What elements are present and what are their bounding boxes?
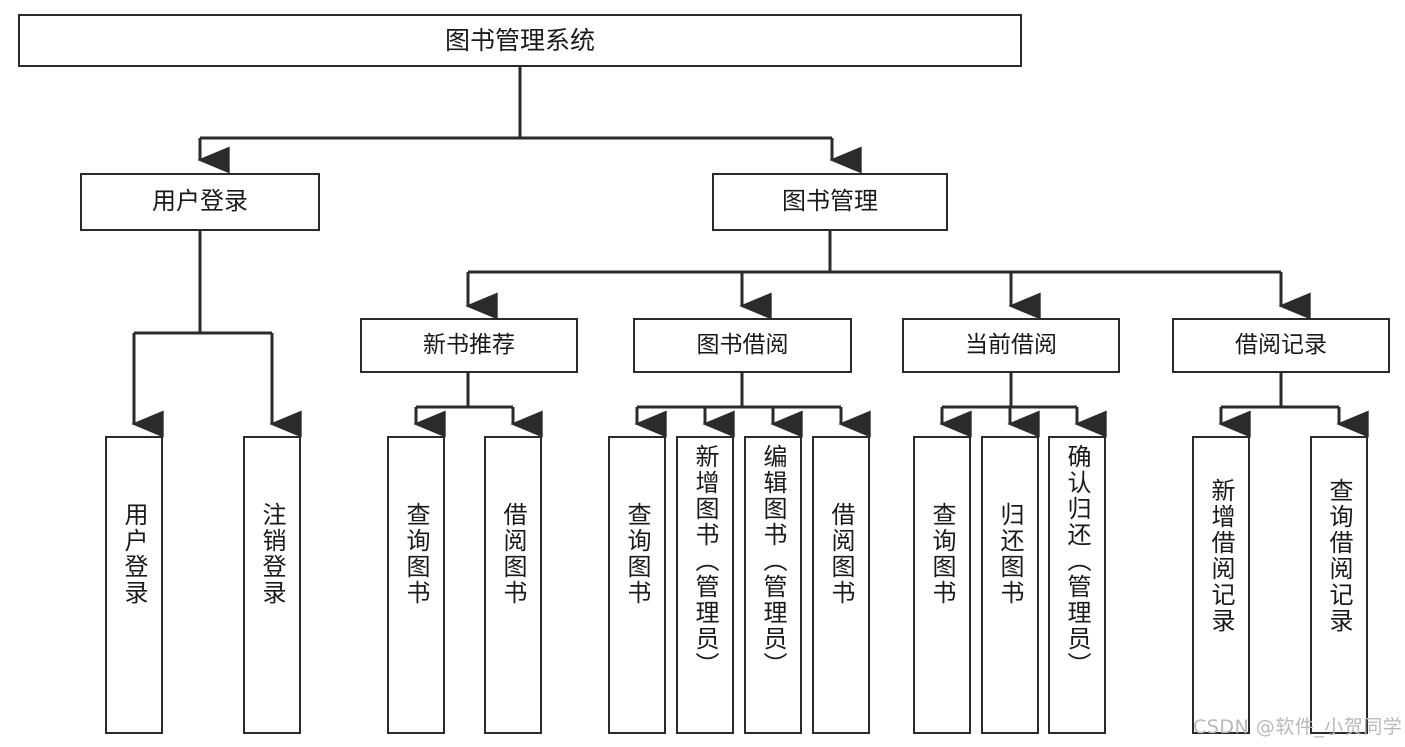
leaf-logout-login[interactable]: 注销登录 — [243, 436, 301, 734]
node-label: 图书借阅 — [696, 332, 789, 359]
leaf-borrow-book-recommend[interactable]: 借阅图书 — [484, 436, 542, 734]
node-label: 注销登录 — [258, 502, 286, 606]
node-label: 确认归还（管理员） — [1063, 444, 1091, 678]
node-borrow-record[interactable]: 借阅记录 — [1172, 318, 1390, 373]
leaf-user-login[interactable]: 用户登录 — [105, 436, 163, 734]
watermark-text: CSDN @软件_小贺同学 — [1193, 716, 1403, 738]
node-current-borrow[interactable]: 当前借阅 — [902, 318, 1120, 373]
node-label: 当前借阅 — [965, 332, 1057, 359]
node-label: 新增借阅记录 — [1207, 478, 1235, 634]
node-label: 图书管理系统 — [444, 26, 595, 55]
leaf-add-borrow-record[interactable]: 新增借阅记录 — [1192, 436, 1250, 734]
node-book-borrow[interactable]: 图书借阅 — [633, 318, 852, 373]
node-root-system[interactable]: 图书管理系统 — [18, 14, 1022, 67]
leaf-query-book-current[interactable]: 查询图书 — [913, 436, 971, 734]
leaf-add-book-admin[interactable]: 新增图书（管理员） — [676, 436, 734, 734]
node-book-management[interactable]: 图书管理 — [712, 173, 948, 231]
leaf-query-book-borrow[interactable]: 查询图书 — [608, 436, 666, 734]
node-label: 查询图书 — [928, 502, 956, 606]
node-user-login[interactable]: 用户登录 — [80, 173, 320, 231]
node-label: 借阅图书 — [827, 502, 855, 606]
node-label: 查询图书 — [623, 502, 651, 606]
node-label: 用户登录 — [152, 187, 248, 216]
leaf-borrow-book[interactable]: 借阅图书 — [812, 436, 870, 734]
node-label: 借阅图书 — [499, 502, 527, 606]
leaf-edit-book-admin[interactable]: 编辑图书（管理员） — [744, 436, 802, 734]
node-new-book-recommend[interactable]: 新书推荐 — [360, 318, 578, 373]
node-label: 归还图书 — [996, 502, 1024, 606]
node-label: 编辑图书（管理员） — [759, 444, 787, 678]
node-label: 用户登录 — [120, 502, 148, 606]
node-label: 图书管理 — [782, 187, 878, 216]
leaf-confirm-return-admin[interactable]: 确认归还（管理员） — [1048, 436, 1106, 734]
node-label: 查询图书 — [402, 502, 430, 606]
node-label: 查询借阅记录 — [1325, 478, 1353, 634]
leaf-return-book[interactable]: 归还图书 — [981, 436, 1039, 734]
leaf-query-borrow-record[interactable]: 查询借阅记录 — [1310, 436, 1368, 734]
node-label: 新书推荐 — [423, 332, 515, 359]
node-label: 新增图书（管理员） — [691, 444, 719, 678]
leaf-query-book-recommend[interactable]: 查询图书 — [387, 436, 445, 734]
node-label: 借阅记录 — [1235, 332, 1327, 359]
